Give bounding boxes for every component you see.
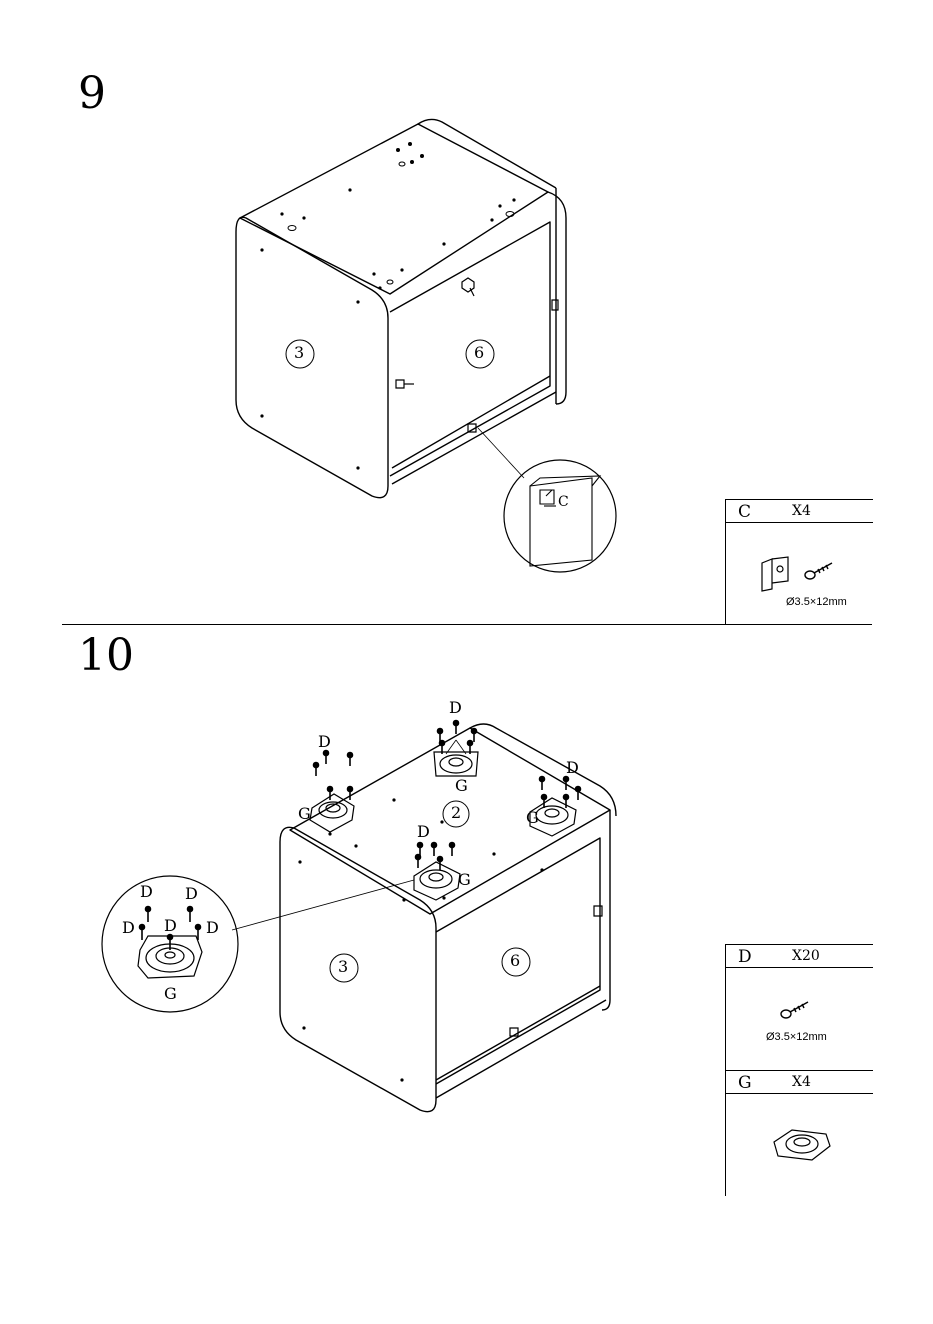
part-letter: D xyxy=(738,947,752,967)
detail-screw-callout: D xyxy=(164,916,177,935)
screw-icon xyxy=(778,994,818,1024)
detail-screw-callout: D xyxy=(122,918,135,937)
plate-callout: G xyxy=(455,776,468,795)
detail-screw-callout: D xyxy=(185,884,198,903)
detail-screw-callout: D xyxy=(206,918,219,937)
detail-screw-callout: D xyxy=(140,882,153,901)
screw-callout: D xyxy=(449,698,462,717)
plate-callout: G xyxy=(298,804,311,823)
step-10-panel-label-side: 3 xyxy=(338,957,348,976)
detail-plate-callout: G xyxy=(164,984,177,1003)
caster-plate-icon xyxy=(768,1122,838,1172)
parts-box-header: G X4 xyxy=(726,1070,873,1094)
part-letter: G xyxy=(738,1073,752,1093)
parts-box-header: D X20 xyxy=(726,944,873,968)
part-quantity: X20 xyxy=(792,948,820,964)
part-spec: Ø3.5×12mm xyxy=(766,1031,827,1043)
screw-callout: D xyxy=(318,732,331,751)
step-10-panel-label-top: 2 xyxy=(451,803,461,822)
step-10-panel-label-back: 6 xyxy=(510,951,520,970)
parts-box-g: G X4 xyxy=(725,1070,873,1196)
screw-callout: D xyxy=(566,758,579,777)
plate-callout: G xyxy=(526,808,539,827)
screw-callout: D xyxy=(417,822,430,841)
plate-callout: G xyxy=(458,870,471,889)
parts-box-d: D X20 Ø3.5×12mm xyxy=(725,944,873,1070)
part-quantity: X4 xyxy=(792,1074,811,1090)
